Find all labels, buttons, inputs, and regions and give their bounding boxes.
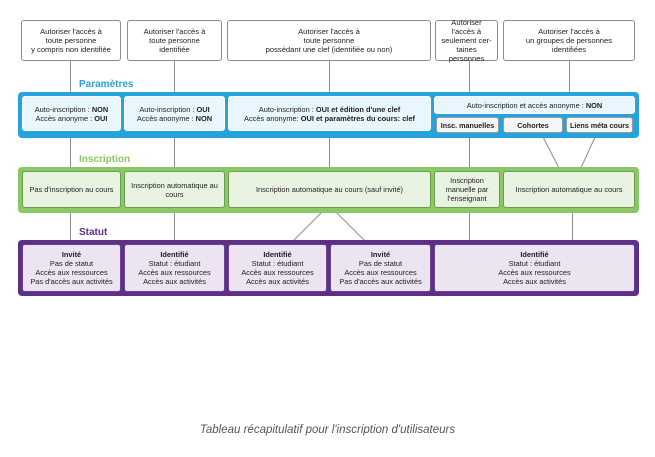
section-title-parametres: Paramètres: [77, 79, 136, 90]
section-title-statut: Statut: [77, 227, 110, 238]
inscr-cell-2: Inscription automatique au cours: [124, 171, 225, 208]
section-title-inscription: Inscription: [77, 154, 133, 165]
param-cell-2: Auto-inscription : OUI Accès anonyme : N…: [124, 96, 225, 131]
inscr-cell-4: Inscription manuelle par l'enseignant: [434, 171, 500, 208]
param-sub-liens-meta-cours: Liens méta cours: [566, 117, 633, 133]
param-cell-4: Auto-inscription et accès anonyme : NON: [434, 96, 635, 114]
connector-line: [569, 61, 570, 97]
connector-line: [329, 61, 330, 97]
inscr-cell-5: Inscription automatique au cours: [503, 171, 635, 208]
connector-line: [329, 130, 330, 174]
param-sub-cohortes: Cohortes: [503, 117, 563, 133]
param-sub-insc-manuelles: Insc. manuelles: [436, 117, 499, 133]
connector-line: [174, 61, 175, 249]
connector-line: [469, 61, 470, 97]
param-cell-1: Auto-inscription : NON Accès anonyme : O…: [22, 96, 121, 131]
inscr-cell-3: Inscription automatique au cours (sauf i…: [228, 171, 431, 208]
connector-line: [572, 205, 573, 247]
inscr-cell-1: Pas d'inscription au cours: [22, 171, 121, 208]
param-cell-3: Auto-inscription : OUI et édition d'une …: [228, 96, 431, 131]
figure-caption: Tableau récapitulatif pour l'inscription…: [199, 424, 456, 436]
connector-line: [70, 61, 71, 249]
